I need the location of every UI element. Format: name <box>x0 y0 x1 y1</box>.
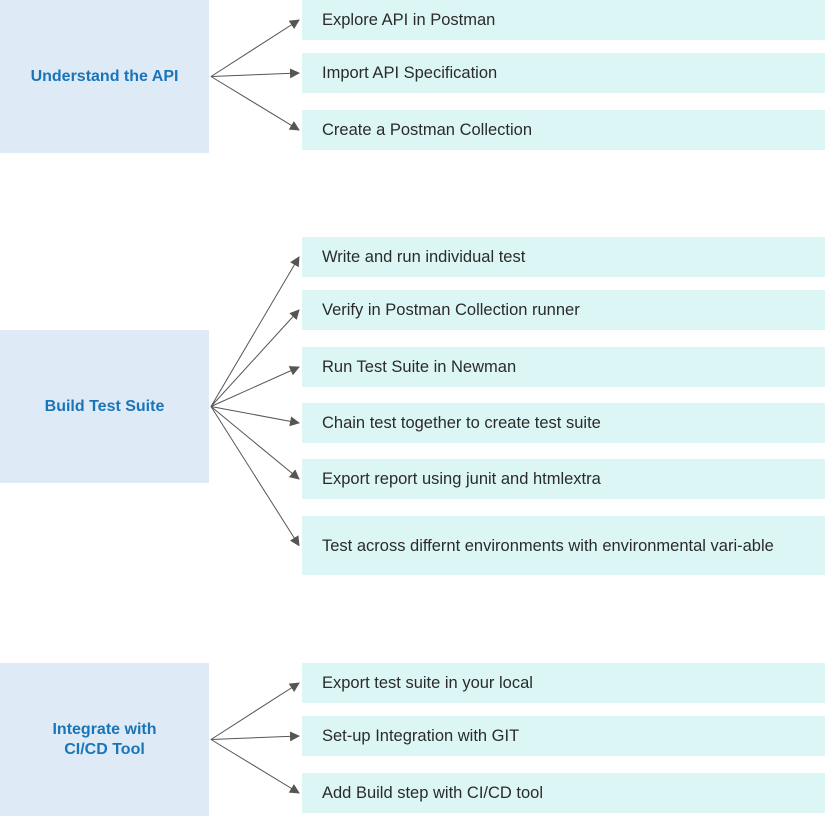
step-label: Explore API in Postman <box>322 11 496 29</box>
phase-title: Understand the API <box>30 67 179 85</box>
step-box: Export report using junit and htmlextra <box>302 459 825 499</box>
connector-arrow <box>210 731 300 742</box>
phase-box-understand-api: Understand the API <box>0 0 209 153</box>
phase-box-integrate-cicd: Integrate with CI/CD Tool <box>0 663 209 816</box>
connector-arrow <box>210 406 300 480</box>
connector-arrow <box>210 366 300 407</box>
step-box: Verify in Postman Collection runner <box>302 290 825 330</box>
step-label: Export report using junit and htmlextra <box>322 470 601 488</box>
connector-arrow <box>210 256 300 407</box>
step-label: Test across differnt environments with e… <box>322 536 774 555</box>
step-label: Verify in Postman Collection runner <box>322 301 580 319</box>
step-box: Set-up Integration with GIT <box>302 716 825 756</box>
step-label: Add Build step with CI/CD tool <box>322 784 544 802</box>
step-box: Add Build step with CI/CD tool <box>302 773 825 813</box>
connector-arrow <box>210 19 300 77</box>
step-box: Write and run individual test <box>302 237 825 277</box>
step-label: Create a Postman Collection <box>322 121 533 139</box>
phase-box-build-test-suite: Build Test Suite <box>0 330 209 483</box>
step-label: Set-up Integration with GIT <box>322 727 520 745</box>
step-label: Write and run individual test <box>322 248 526 266</box>
connector-arrow <box>210 682 300 740</box>
connector-arrow <box>210 76 300 131</box>
step-label: Export test suite in your local <box>322 674 533 692</box>
connector-arrow <box>210 406 300 547</box>
step-box: Test across differnt environments with e… <box>302 516 825 575</box>
step-box: Export test suite in your local <box>302 663 825 703</box>
connector-arrow <box>210 739 300 794</box>
phase-title: Integrate with CI/CD Tool <box>52 720 157 758</box>
step-box: Create a Postman Collection <box>302 110 825 150</box>
step-label: Import API Specification <box>322 64 498 82</box>
connector-arrow <box>210 309 300 407</box>
connector-arrow <box>210 406 300 427</box>
step-box: Chain test together to create test suite <box>302 403 825 443</box>
step-box: Import API Specification <box>302 53 825 93</box>
step-label: Run Test Suite in Newman <box>322 358 517 376</box>
step-box: Run Test Suite in Newman <box>302 347 825 387</box>
step-box: Explore API in Postman <box>302 0 825 40</box>
connector-arrow <box>210 68 300 79</box>
phase-title: Build Test Suite <box>44 397 165 415</box>
step-label: Chain test together to create test suite <box>322 414 601 432</box>
